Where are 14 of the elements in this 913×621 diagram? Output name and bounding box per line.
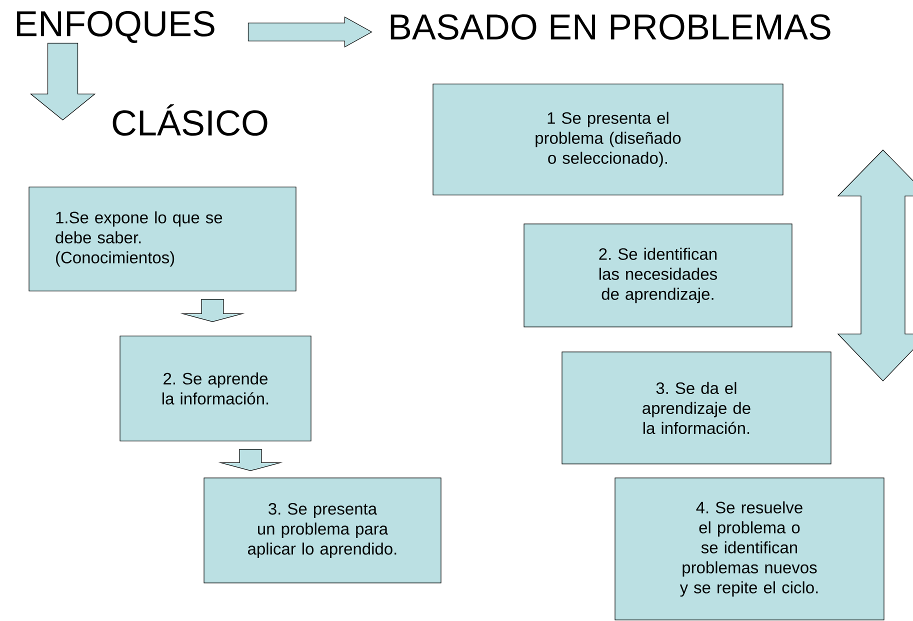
- block-arrow: [180, 299, 245, 322]
- heading: ENFOQUES: [16, 11, 214, 43]
- block-arrow: [218, 449, 283, 471]
- block-arrow: [30, 42, 96, 120]
- block-arrow: [248, 16, 372, 48]
- process-box: 1.Se expone lo que se debe saber. (Conocimientos): [28, 186, 296, 292]
- process-box: 3. Se presenta un problema para aplicar lo aprendido.: [204, 478, 442, 584]
- process-box: 3. Se da el aprendizaje de la información.: [562, 352, 832, 464]
- process-box: 4. Se resuelve el problema o se identifican problemas nuevos y se repite el ciclo.: [614, 478, 884, 620]
- heading: CLÁSICO: [112, 104, 268, 136]
- process-box: 2. Se identifican las necesidades de aprendizaje.: [524, 224, 792, 328]
- process-box: 1 Se presenta el problema (diseñado o seleccionado).: [432, 84, 784, 196]
- heading: BASADO EN PROBLEMAS: [390, 14, 830, 40]
- process-box: 2. Se aprende la información.: [120, 336, 312, 442]
